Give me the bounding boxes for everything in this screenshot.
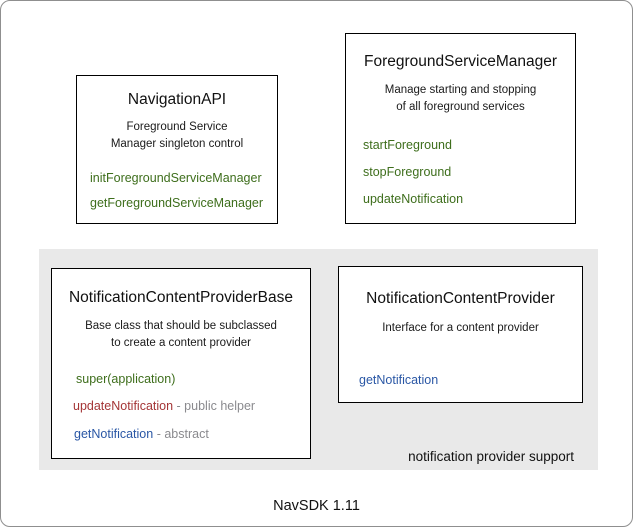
method-row: getNotification <box>339 373 582 387</box>
class-description: Foreground Service Manager singleton con… <box>77 119 277 152</box>
panel-label: notification provider support <box>408 449 574 464</box>
method-row: stopForeground <box>346 165 575 179</box>
method-name: updateNotification <box>73 399 174 413</box>
class-description: Manage starting and stopping of all fore… <box>346 82 575 115</box>
description-line: to create a content provider <box>111 336 251 349</box>
class-title: NavigationAPI <box>127 91 227 108</box>
class-title: NotificationContentProvider <box>366 290 555 307</box>
method-row: getForegroundServiceManager <box>77 196 277 210</box>
description-line: Interface for a content provider <box>382 322 539 334</box>
class-description: Base class that should be subclassed to … <box>52 318 310 351</box>
method-name: startForeground <box>363 138 452 152</box>
method-row: updateNotification <box>346 192 575 206</box>
method-name: initForegroundServiceManager <box>90 171 262 185</box>
method-row: startForeground <box>346 138 575 152</box>
method-row: initForegroundServiceManager <box>77 171 277 185</box>
class-title: ForegroundServiceManager <box>364 53 557 70</box>
method-name: super(application) <box>76 372 176 386</box>
method-row: updateNotification - public helper <box>52 399 310 413</box>
method-annotation: - public helper <box>173 399 256 413</box>
class-description: Interface for a content provider <box>339 320 582 337</box>
method-name: getNotification <box>74 427 154 441</box>
description-line: of all foreground services <box>396 100 525 113</box>
description-line: Foreground Service <box>126 121 228 133</box>
description-line: Base class that should be subclassed <box>85 320 277 332</box>
diagram-footer-label: NavSDK 1.11 <box>273 498 360 514</box>
method-row: super(application) <box>52 372 310 386</box>
method-row: getNotification - abstract <box>52 427 310 441</box>
description-line: Manager singleton control <box>110 137 244 150</box>
class-box-navigation-api: NavigationAPI Foreground Service Manager… <box>76 75 278 224</box>
method-annotation: - abstract <box>153 427 209 441</box>
method-name: updateNotification <box>363 192 464 206</box>
method-name: getNotification <box>359 373 439 387</box>
class-box-notification-content-provider: NotificationContentProvider Interface fo… <box>338 266 583 403</box>
class-title: NotificationContentProviderBase <box>68 289 293 306</box>
class-box-foreground-service-manager: ForegroundServiceManager Manage starting… <box>345 33 576 224</box>
description-line: Manage starting and stopping <box>384 84 537 96</box>
method-name: getForegroundServiceManager <box>90 196 264 210</box>
class-box-notification-content-provider-base: NotificationContentProviderBase Base cla… <box>51 268 311 459</box>
method-name: stopForeground <box>363 165 452 179</box>
